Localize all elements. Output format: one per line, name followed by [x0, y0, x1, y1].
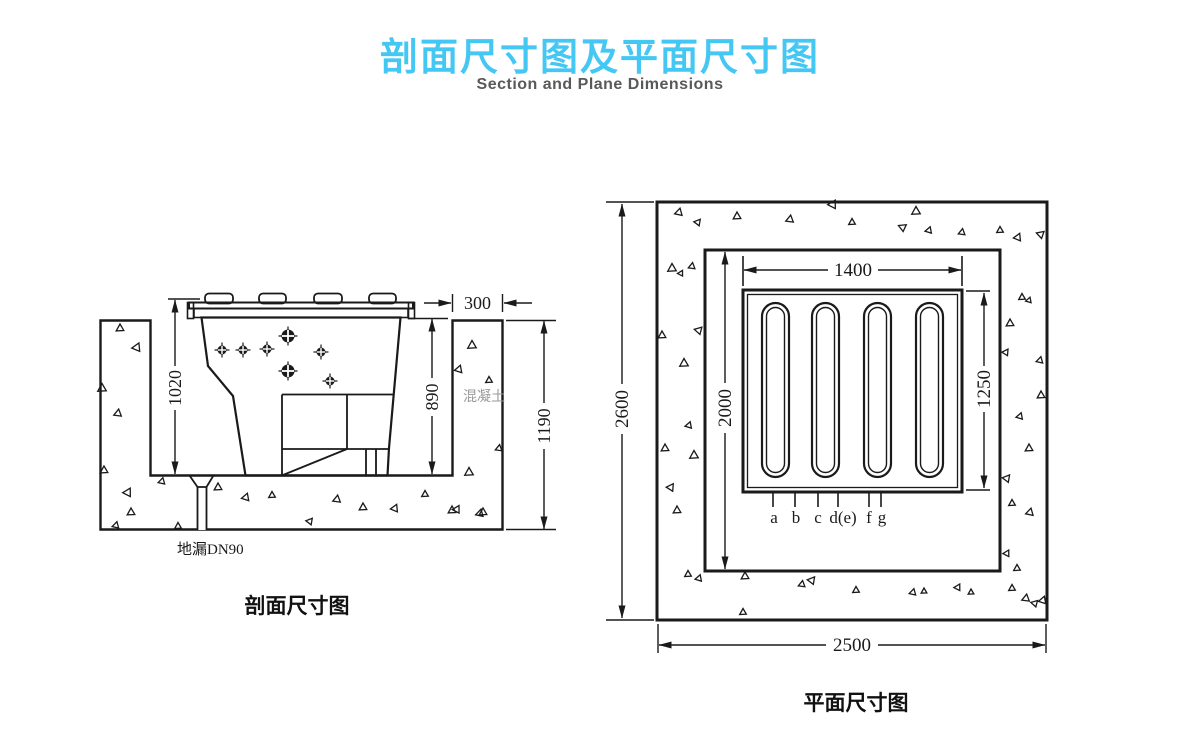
part-label-d-e: d(e) [829, 508, 856, 527]
section-view-caption: 剖面尺寸图 [245, 594, 350, 618]
dim-pit-height: 2000 [715, 251, 736, 570]
part-leader-lines [772, 492, 882, 507]
dim-1020-label: 1020 [165, 370, 185, 406]
plan-pit-boundary [703, 248, 1002, 573]
dim-2000-label: 2000 [715, 389, 736, 427]
grate-slots [760, 301, 945, 479]
dim-890-label: 890 [422, 384, 442, 411]
drain-funnel [187, 474, 216, 488]
dim-left-depth: 1020 [165, 298, 200, 475]
section-view-drawing: 1020 890 1190 [96, 292, 556, 618]
drain-pipe-body [197, 487, 207, 530]
part-label-c: c [814, 508, 822, 527]
grate-frame-outer [741, 288, 964, 494]
concrete-pit-outline [99, 319, 504, 531]
dim-300-label: 300 [464, 293, 491, 313]
grate-frame-inner [746, 293, 959, 489]
page-subtitle: Section and Plane Dimensions [476, 76, 724, 93]
dim-2600-label: 2600 [612, 390, 633, 428]
dim-wall-width: 300 [424, 293, 532, 313]
concrete-label: 混凝土 [463, 388, 505, 404]
part-label-a: a [770, 508, 778, 527]
part-labels: a b c d(e) f g [770, 508, 887, 527]
dim-overall-width: 2500 [657, 624, 1047, 656]
plan-view-caption: 平面尺寸图 [804, 691, 909, 715]
plan-outer-boundary [655, 200, 1049, 622]
concrete-aggregate-marks [96, 322, 503, 530]
dim-1190-label: 1190 [534, 408, 554, 443]
dim-grate-width: 1400 [742, 256, 963, 286]
dim-grate-height: 1250 [966, 290, 995, 491]
tank-body [200, 316, 402, 477]
plan-view-drawing: a b c d(e) f g 1400 2000 [606, 198, 1049, 715]
part-label-b: b [792, 508, 801, 527]
drain-pipe [196, 487, 208, 530]
part-label-g: g [878, 508, 887, 527]
floor-drain-label: 地漏DN90 [177, 541, 244, 558]
dim-1400-label: 1400 [834, 260, 872, 281]
tank-internal-structure [281, 393, 394, 476]
concrete-aggregate-marks [657, 198, 1047, 616]
dim-1250-label: 1250 [974, 370, 995, 408]
dim-right-depth: 890 [408, 317, 448, 475]
dim-2500-label: 2500 [833, 635, 871, 656]
dim-overall-height: 2600 [606, 201, 654, 621]
dim-overall-depth: 1190 [506, 319, 556, 531]
position-marker-symbols [214, 326, 338, 389]
tank-lid [186, 301, 416, 320]
part-label-f: f [866, 508, 872, 527]
page-title: 剖面尺寸图及平面尺寸图 [379, 37, 820, 79]
